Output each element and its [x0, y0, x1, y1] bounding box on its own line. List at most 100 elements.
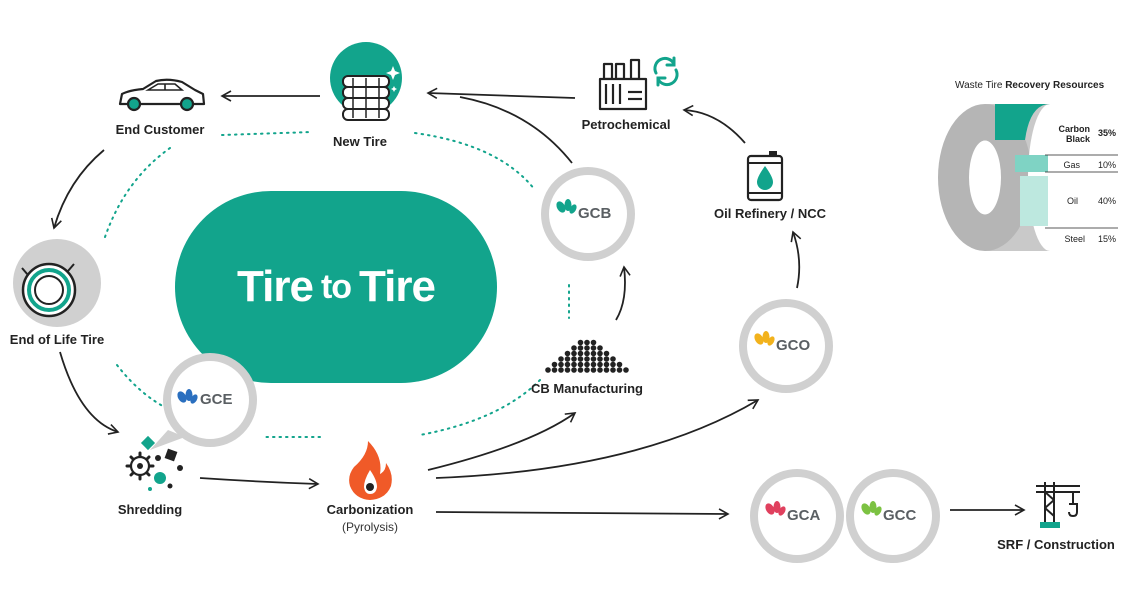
carbon-black-granule — [610, 361, 616, 368]
gca-logo-mark — [765, 501, 786, 516]
hero-title: Tire to Tire — [175, 191, 497, 383]
arrow-cb-to-gcb — [615, 265, 631, 321]
carbon-black-pile-icon — [545, 339, 629, 373]
carbon-black-granule — [571, 356, 577, 362]
arrow-customer-to-eol — [50, 149, 105, 230]
gcc-logo-mark — [861, 501, 882, 516]
carbon-black-granule — [590, 356, 597, 362]
carbon-black-granule — [590, 367, 597, 373]
carbon-black-granule — [590, 350, 597, 357]
label-srf-construction: SRF / Construction — [997, 537, 1115, 552]
carbon-black-granule — [603, 367, 610, 373]
label-petrochemical: Petrochemical — [581, 117, 671, 132]
shredding-icon — [125, 435, 183, 491]
hero-pill — [175, 191, 497, 383]
gca-badge-text: GCA — [787, 507, 821, 524]
gco-badge-text: GCO — [776, 337, 811, 354]
hero-word-3: Tire — [359, 262, 436, 311]
carbon-black-granule — [564, 361, 571, 368]
gcb-badge-text: GCB — [578, 205, 612, 222]
label-oil-refinery: Oil Refinery / NCC — [714, 206, 826, 221]
carbon-black-granule — [571, 350, 577, 357]
label-end-customer: End Customer — [115, 122, 205, 137]
label-end-of-life-tire: End of Life Tire — [9, 332, 105, 347]
label-new-tire: New Tire — [333, 134, 387, 149]
resource-name-oil: Oil — [1067, 196, 1078, 206]
carbon-black-granule — [584, 350, 590, 357]
oil-barrel-icon — [746, 151, 784, 202]
arrow-shredding-to-carbonization — [199, 477, 320, 490]
carbon-black-granule — [571, 345, 577, 351]
resource-value-oil: 40% — [1097, 196, 1116, 206]
carbon-black-granule — [584, 361, 590, 368]
arrow-carbonization-to-cb — [427, 412, 577, 471]
gco-logo-mark — [754, 331, 775, 346]
gca-badge — [750, 469, 844, 563]
carbon-black-granule — [551, 361, 558, 368]
arrow-gco-to-refinery — [790, 230, 802, 289]
label-carbonization: Carbonization — [326, 502, 414, 517]
factory-icon — [598, 58, 648, 111]
arrow-eol-to-shredding — [59, 351, 120, 435]
resource-name-steel: Steel — [1064, 234, 1085, 244]
carbon-black-granule — [571, 361, 577, 368]
recovery-resources-graphic — [938, 104, 1118, 251]
new-tire-icon — [330, 42, 402, 121]
resource-value-steel: 15% — [1097, 234, 1116, 244]
label-cb-manufacturing: CB Manufacturing — [531, 381, 643, 396]
carbon-black-granule — [603, 350, 610, 357]
carbon-black-granule — [590, 345, 597, 351]
arrow-carbonization-to-gco — [435, 399, 760, 479]
gcc-badge-text: GCC — [883, 507, 917, 524]
carbon-black-granule — [577, 356, 584, 362]
resource-name-carbon-black: Carbon Black — [1058, 124, 1091, 144]
carbon-black-granule — [571, 367, 577, 373]
resource-value-gas: 10% — [1097, 160, 1116, 170]
carbon-black-granule — [603, 361, 610, 368]
car-icon — [118, 78, 206, 112]
resources-title-bold: Recovery Resources — [1005, 80, 1105, 91]
carbon-black-granule — [577, 350, 584, 357]
carbon-black-granule — [584, 367, 590, 373]
arrow-petro-to-newtire — [426, 87, 576, 99]
fire-icon — [349, 441, 392, 500]
carbon-black-granule — [564, 356, 571, 362]
arrow-gcb-to-newtire — [459, 96, 573, 164]
carbon-black-granule — [564, 350, 571, 357]
carbon-black-granule — [564, 367, 571, 373]
hero-word-1: Tire — [237, 262, 314, 311]
carbon-black-granule — [577, 345, 584, 351]
flow-arrows — [50, 87, 1026, 520]
carbon-black-granule — [597, 356, 603, 362]
carbon-black-granule — [597, 345, 603, 351]
carbon-black-granule — [590, 339, 597, 346]
label-shredding: Shredding — [117, 502, 183, 517]
end-of-life-tire-icon — [13, 239, 101, 327]
carbon-black-granule — [590, 361, 597, 368]
recycle-icon — [653, 56, 679, 87]
gcb-badge — [541, 167, 635, 261]
gce-logo-mark — [177, 389, 198, 404]
arrow-carbonization-to-gca — [435, 508, 730, 520]
gco-badge — [739, 299, 833, 393]
carbon-black-granule — [545, 367, 551, 373]
carbon-black-granule — [584, 339, 590, 346]
carbon-black-granule — [610, 356, 616, 362]
carbon-black-granule — [616, 361, 623, 368]
carbon-black-granule — [558, 367, 564, 373]
carbon-black-granule — [623, 367, 629, 373]
resources-title: Waste Tire Recovery Resources — [955, 80, 1104, 91]
carbon-black-granule — [610, 367, 616, 373]
carbon-black-granule — [597, 367, 603, 373]
carbon-black-granule — [584, 356, 590, 362]
gce-badge-text: GCE — [200, 391, 233, 408]
hero-word-2: to — [320, 267, 352, 306]
resources-title-normal: Waste Tire — [955, 80, 1006, 91]
gcc-badge — [846, 469, 940, 563]
carbon-black-granule — [603, 356, 610, 362]
carbon-black-granule — [584, 345, 590, 351]
carbon-black-granule — [597, 361, 603, 368]
carbon-black-granule — [551, 367, 558, 373]
resource-value-carbon-black: 35% — [1097, 128, 1116, 138]
